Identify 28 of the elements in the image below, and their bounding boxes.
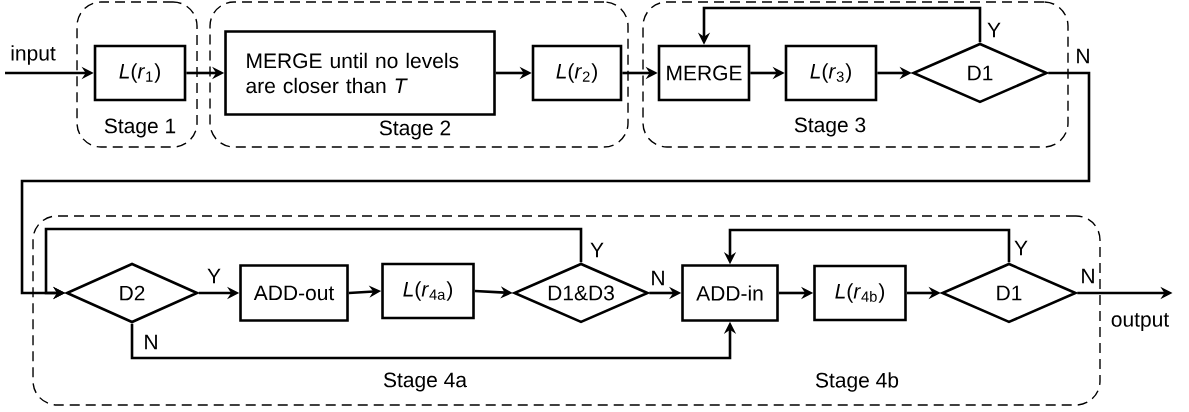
- stage-group: [76, 1, 198, 148]
- edge-label: Y: [205, 266, 223, 286]
- process-box: L(r$_{2}$): [531, 44, 623, 102]
- process-box: MERGE: [657, 44, 751, 102]
- edge-label: N: [1078, 266, 1098, 286]
- stage-group: [642, 1, 1069, 148]
- process-box: L(r$_{3}$): [784, 44, 878, 102]
- edge-label: N: [648, 268, 668, 288]
- stage-label: Stage 1: [104, 118, 176, 138]
- edge-label: Y: [985, 20, 1003, 40]
- edge-label: Y: [1012, 238, 1030, 258]
- edge-label: Y: [588, 240, 606, 260]
- process-box: MERGE until no levels are closer than T: [224, 30, 496, 116]
- process-box: L(r$_{1}$): [93, 44, 187, 102]
- stage-label: Stage 2: [379, 120, 451, 140]
- stage-label: Stage 4a: [383, 372, 467, 392]
- process-box: L(r$_{4b}$): [813, 264, 907, 322]
- process-box: ADD-in: [681, 264, 779, 322]
- edge-label: input: [8, 43, 58, 67]
- stage-label: Stage 4b: [815, 372, 899, 392]
- stage-label: Stage 3: [794, 117, 866, 137]
- text-label: output: [1111, 313, 1169, 331]
- edge-label: N: [1073, 46, 1093, 66]
- process-box: L(r$_{4a}$): [381, 262, 475, 320]
- process-box: ADD-out: [239, 264, 349, 322]
- stage-group: [209, 1, 629, 148]
- stage-group: [32, 215, 1101, 406]
- edge-label: N: [141, 332, 161, 352]
